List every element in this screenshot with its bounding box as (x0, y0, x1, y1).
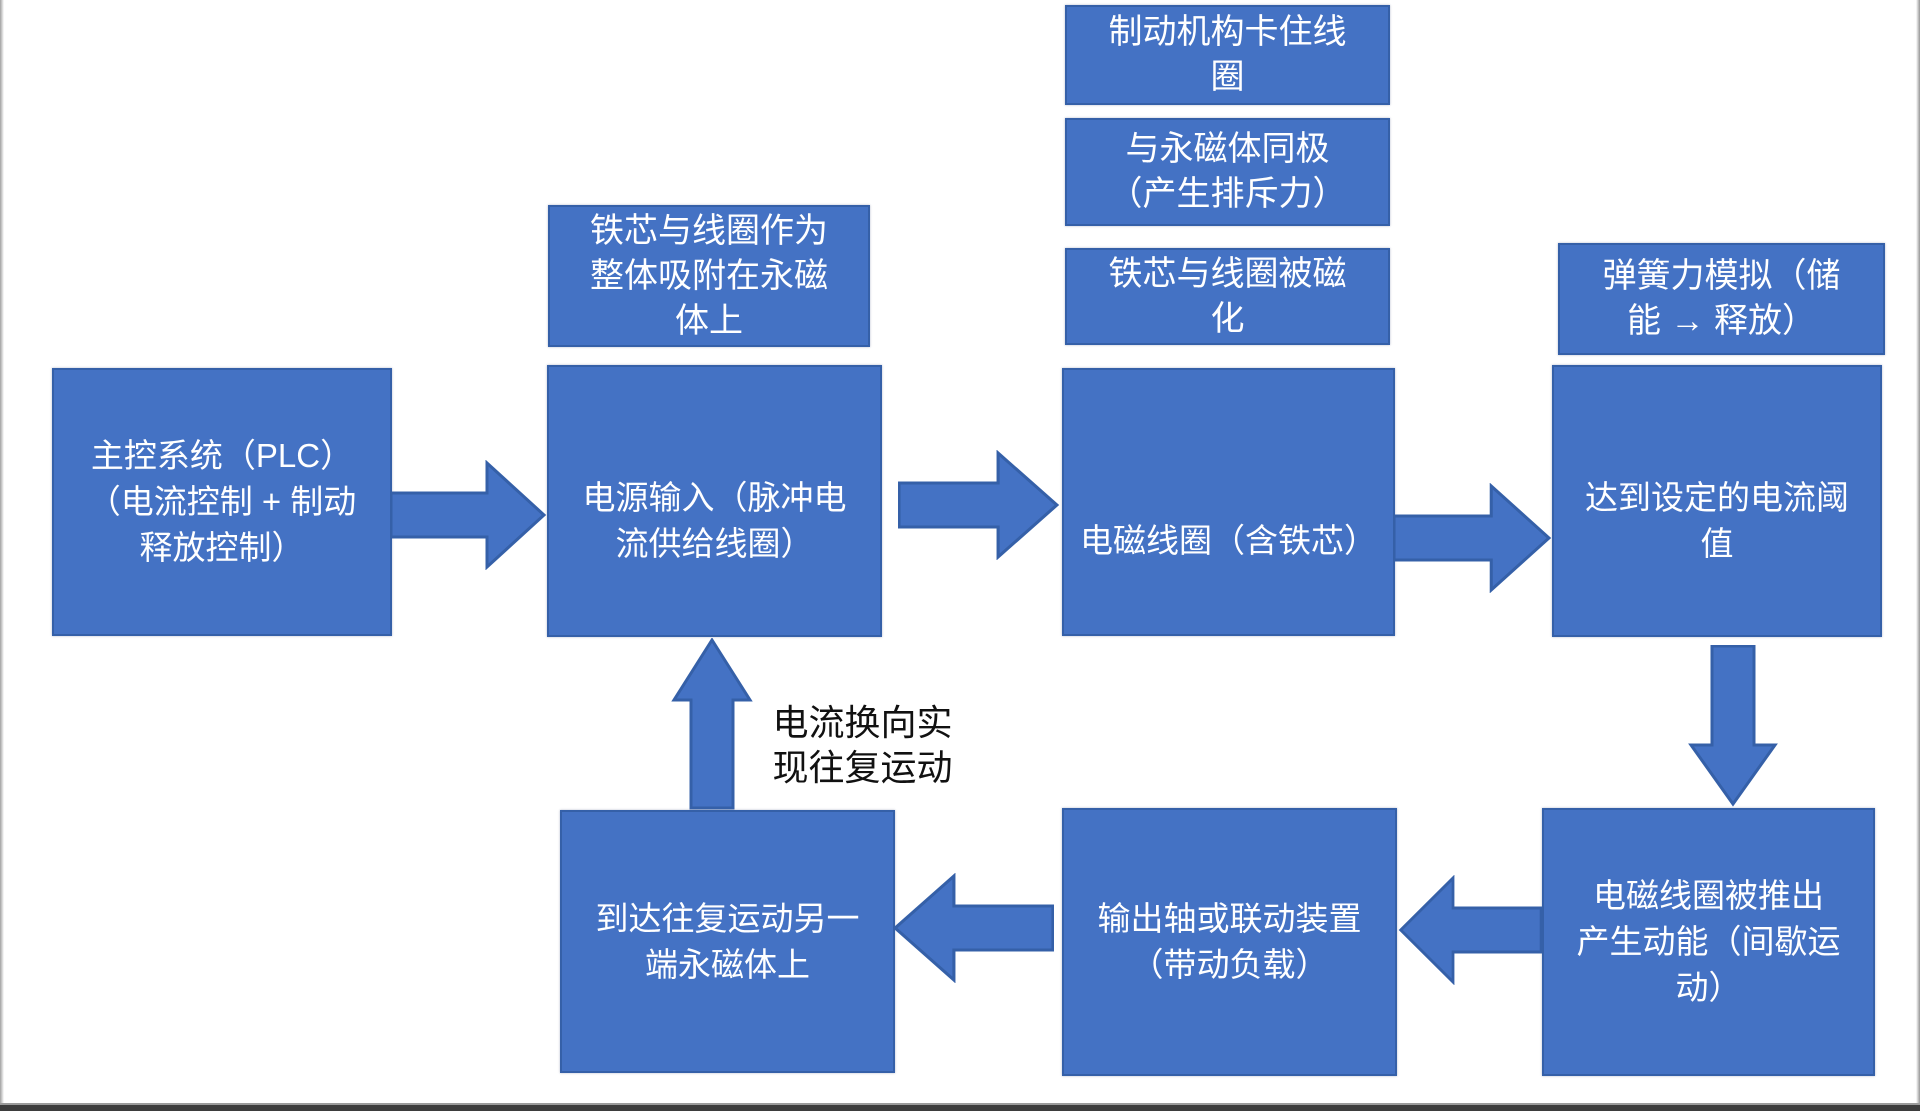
frame-right-edge (1916, 0, 1920, 1111)
node-electromagnetic-coil: 电磁线圈（含铁芯） (1062, 368, 1395, 636)
arrow-power-input-to-coil (898, 450, 1060, 560)
node-output-shaft-label: 输出轴或联动装置 （带动负载） (1097, 900, 1362, 983)
annotation-core-attached-label: 铁芯与线圈作为 整体吸附在永磁 体上 (590, 211, 828, 340)
arrow-coil-to-threshold (1393, 483, 1552, 593)
node-other-end-magnet: 到达往复运动另一 端永磁体上 (560, 810, 895, 1073)
annotation-core-magnetized-label: 铁芯与线圈被磁 化 (1108, 254, 1347, 338)
up-arrow-icon (671, 638, 753, 810)
annotation-spring-simulation: 弹簧力模拟（储 能 → 释放） (1558, 243, 1885, 355)
node-plc-control-label: 主控系统（PLC） （电流控制 + 制动 释放控制） (87, 437, 357, 566)
node-current-threshold-label: 达到设定的电流阈 值 (1585, 479, 1849, 562)
node-coil-pushed-out: 电磁线圈被推出 产生动能（间歇运 动） (1542, 808, 1875, 1076)
node-other-end-magnet-label: 到达往复运动另一 端永磁体上 (595, 899, 860, 983)
arrow-output-shaft-to-other-end (892, 873, 1054, 983)
arrow-loop-back-to-power-input (670, 638, 754, 810)
node-power-input: 电源输入（脉冲电 流供给线圈） (547, 365, 882, 637)
loop-note: 电流换向实 现往复运动 (772, 702, 953, 788)
arrow-pushed-out-to-output-shaft (1398, 875, 1542, 985)
left-arrow-icon (892, 873, 1054, 983)
annotation-core-magnetized: 铁芯与线圈被磁 化 (1065, 248, 1390, 345)
right-arrow-icon (390, 460, 547, 570)
right-arrow-icon (1393, 483, 1552, 593)
node-plc-control: 主控系统（PLC） （电流控制 + 制动 释放控制） (52, 368, 392, 636)
arrow-plc-to-power-input (390, 460, 547, 570)
down-arrow-icon (1688, 645, 1778, 807)
frame-bottom-bar (0, 1103, 1920, 1111)
node-current-threshold: 达到设定的电流阈 值 (1552, 365, 1882, 637)
annotation-spring-simulation-label: 弹簧力模拟（储 能 → 释放） (1602, 257, 1841, 340)
annotation-brake-mechanism-label: 制动机构卡住线 圈 (1108, 13, 1347, 96)
annotation-core-attached: 铁芯与线圈作为 整体吸附在永磁 体上 (548, 205, 870, 347)
frame-left-edge (0, 0, 4, 1111)
right-arrow-icon (898, 450, 1060, 560)
node-coil-pushed-out-label: 电磁线圈被推出 产生动能（间歇运 动） (1576, 877, 1841, 1006)
node-output-shaft: 输出轴或联动装置 （带动负载） (1062, 808, 1397, 1076)
left-arrow-icon (1398, 875, 1542, 985)
node-electromagnetic-coil-label: 电磁线圈（含铁芯） (1080, 522, 1377, 559)
arrow-threshold-to-pushed-out (1688, 645, 1778, 807)
annotation-same-pole-label: 与永磁体同极 （产生排斥力） (1108, 130, 1347, 213)
annotation-brake-mechanism: 制动机构卡住线 圈 (1065, 5, 1390, 105)
node-power-input-label: 电源输入（脉冲电 流供给线圈） (582, 479, 847, 562)
annotation-same-pole: 与永磁体同极 （产生排斥力） (1065, 118, 1390, 226)
